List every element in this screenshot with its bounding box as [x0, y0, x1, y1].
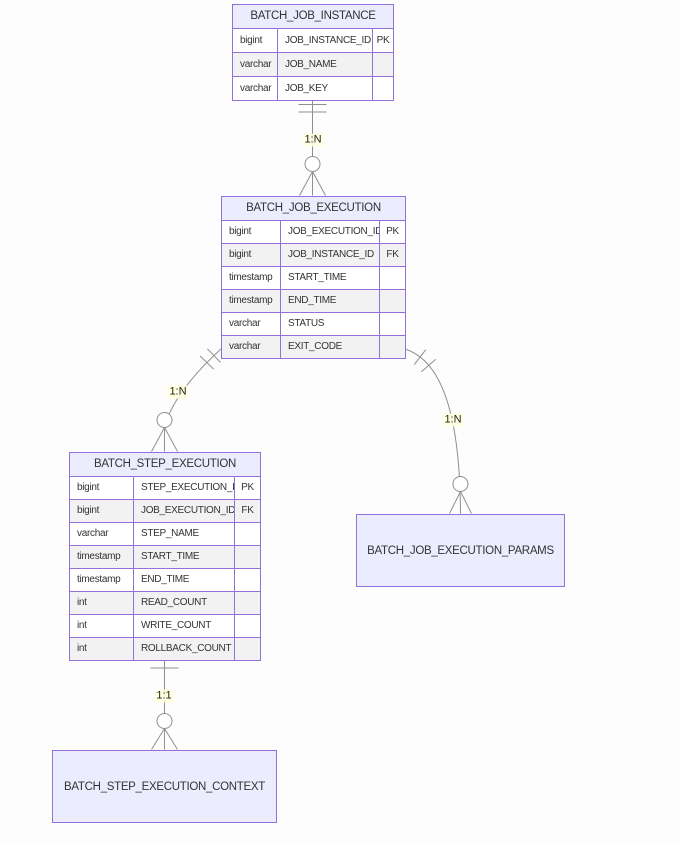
attribute-name: END_TIME [281, 290, 380, 312]
attribute-key: FK [241, 505, 254, 516]
attribute-key [235, 546, 260, 568]
entity-batch-step-execution: BATCH_STEP_EXECUTION bigint STEP_EXECUTI… [69, 452, 261, 661]
entity-batch-job-instance: BATCH_JOB_INSTANCE bigint JOB_INSTANCE_I… [232, 4, 394, 101]
attribute-type: timestamp [70, 546, 134, 568]
attribute-name: JOB_NAME [278, 53, 373, 76]
attribute-type: varchar [233, 77, 278, 100]
attribute-row: bigint JOB_INSTANCE_ID FK [222, 243, 405, 266]
attribute-key [235, 638, 260, 660]
entity-batch-job-execution-params: BATCH_JOB_EXECUTION_PARAMS [356, 514, 565, 587]
attribute-type: int [70, 615, 134, 637]
attribute-type: int [70, 638, 134, 660]
attribute-name: READ_COUNT [134, 592, 235, 614]
relationship-label: 1:N [167, 385, 189, 399]
entity-title: BATCH_JOB_EXECUTION_PARAMS [367, 544, 554, 557]
entity-batch-job-execution: BATCH_JOB_EXECUTION bigint JOB_EXECUTION… [221, 196, 406, 359]
attribute-name: STEP_NAME [134, 523, 235, 545]
attribute-row: varchar JOB_NAME [233, 52, 393, 76]
attribute-row: int WRITE_COUNT [70, 614, 260, 637]
attribute-row: bigint JOB_EXECUTION_ID PK [222, 221, 405, 243]
entity-title: BATCH_STEP_EXECUTION [70, 453, 260, 477]
attribute-key [373, 77, 393, 100]
attribute-row: varchar STEP_NAME [70, 522, 260, 545]
attribute-key [235, 615, 260, 637]
attribute-row: timestamp END_TIME [222, 289, 405, 312]
relationship-label: 1:N [442, 413, 464, 427]
zero-or-many-marker [151, 412, 178, 452]
relationship-label: 1:N [302, 133, 324, 147]
attribute-type: bigint [70, 477, 134, 499]
zero-or-many-marker [299, 156, 326, 196]
attribute-type: varchar [70, 523, 134, 545]
attribute-name: JOB_KEY [278, 77, 373, 100]
relationship-label: 1:1 [154, 689, 174, 703]
attribute-name: WRITE_COUNT [134, 615, 235, 637]
attribute-name: START_TIME [134, 546, 235, 568]
attribute-key [235, 569, 260, 591]
attribute-key [373, 53, 393, 76]
attribute-type: bigint [222, 221, 281, 243]
attribute-key [380, 313, 405, 335]
attribute-key [380, 267, 405, 289]
attribute-name: JOB_INSTANCE_ID [278, 29, 373, 52]
attribute-type: varchar [222, 313, 281, 335]
entity-title: BATCH_STEP_EXECUTION_CONTEXT [64, 780, 265, 793]
attribute-key: PK [241, 482, 254, 493]
attribute-name: STEP_EXECUTION_ID [134, 477, 235, 499]
one-tick-marker [199, 348, 221, 370]
attribute-key [235, 592, 260, 614]
attribute-name: START_TIME [281, 267, 380, 289]
attribute-row: varchar STATUS [222, 312, 405, 335]
attribute-name: ROLLBACK_COUNT [134, 638, 235, 660]
entity-title: BATCH_JOB_INSTANCE [233, 5, 393, 29]
one-tick-marker [298, 104, 327, 113]
attribute-key [380, 290, 405, 312]
attribute-row: bigint JOB_INSTANCE_ID PK [233, 29, 393, 52]
entity-title: BATCH_JOB_EXECUTION [222, 197, 405, 221]
attribute-key: FK [386, 249, 399, 260]
attribute-row: timestamp END_TIME [70, 568, 260, 591]
attribute-type: int [70, 592, 134, 614]
attribute-name: JOB_EXECUTION_ID [134, 500, 235, 522]
attribute-row: bigint JOB_EXECUTION_ID FK [70, 499, 260, 522]
attribute-name: JOB_INSTANCE_ID [281, 244, 380, 266]
attribute-row: varchar JOB_KEY [233, 76, 393, 100]
relationship-execution-step [151, 347, 223, 452]
attribute-type: timestamp [70, 569, 134, 591]
attribute-row: varchar EXIT_CODE [222, 335, 405, 358]
entity-batch-step-execution-context: BATCH_STEP_EXECUTION_CONTEXT [52, 750, 277, 823]
one-tick-marker [413, 349, 437, 373]
attribute-row: timestamp START_TIME [70, 545, 260, 568]
attribute-name: EXIT_CODE [281, 336, 380, 358]
attribute-type: varchar [222, 336, 281, 358]
attribute-type: timestamp [222, 267, 281, 289]
relationship-execution-params [404, 348, 472, 514]
attribute-key [235, 523, 260, 545]
attribute-type: timestamp [222, 290, 281, 312]
attribute-row: int ROLLBACK_COUNT [70, 637, 260, 660]
attribute-type: varchar [233, 53, 278, 76]
attribute-type: bigint [233, 29, 278, 52]
attribute-type: bigint [222, 244, 281, 266]
attribute-row: int READ_COUNT [70, 591, 260, 614]
attribute-key: PK [386, 226, 399, 237]
zero-or-many-marker [449, 476, 472, 514]
zero-or-many-marker [151, 713, 178, 750]
attribute-name: JOB_EXECUTION_ID [281, 221, 380, 243]
attribute-row: timestamp START_TIME [222, 266, 405, 289]
attribute-type: bigint [70, 500, 134, 522]
attribute-row: bigint STEP_EXECUTION_ID PK [70, 477, 260, 499]
attribute-name: END_TIME [134, 569, 235, 591]
attribute-key [380, 336, 405, 358]
attribute-key: PK [376, 35, 390, 46]
attribute-name: STATUS [281, 313, 380, 335]
